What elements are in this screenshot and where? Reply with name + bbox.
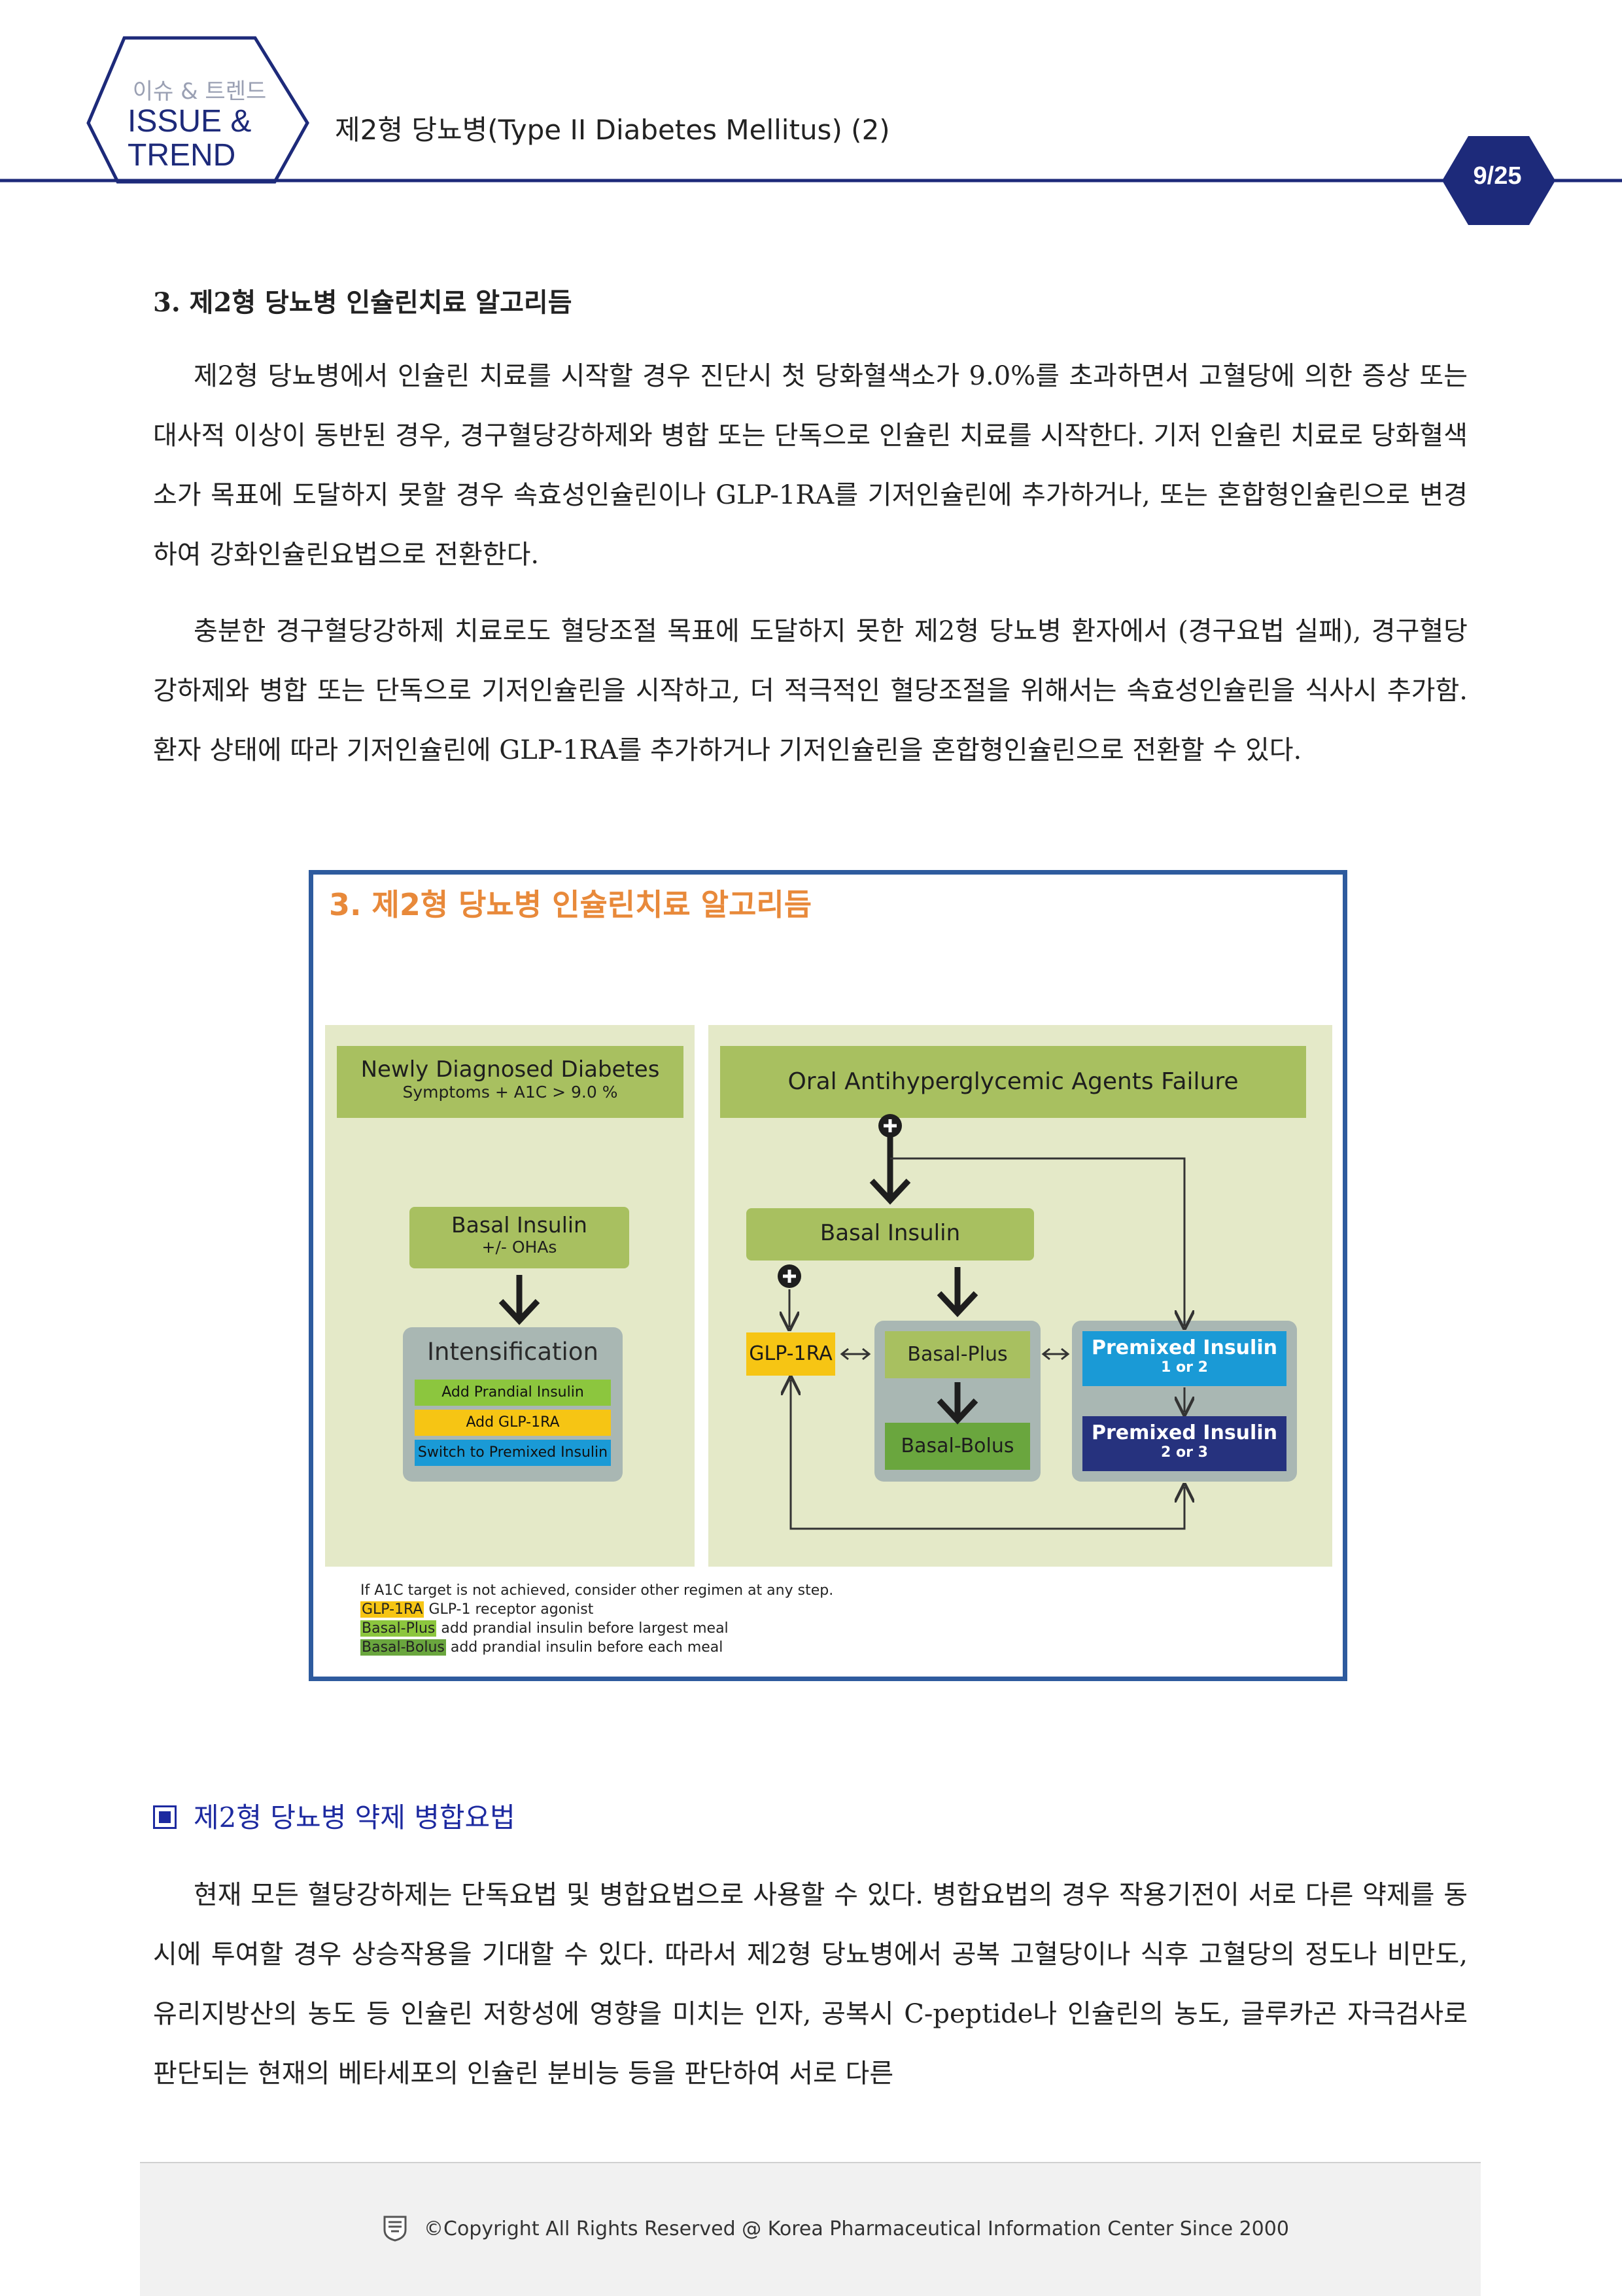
note-key-basal-plus: Basal-Plus: [360, 1620, 437, 1637]
oral-failure-label: Oral Antihyperglycemic Agents Failure: [787, 1068, 1239, 1095]
note-val-basal-bolus: add prandial insulin before each meal: [450, 1639, 723, 1656]
badge-subtitle: 이슈 & 트렌드: [132, 78, 267, 105]
paragraph-2: 충분한 경구혈당강하제 치료로도 혈당조절 목표에 도달하지 못한 제2형 당뇨…: [153, 616, 1468, 765]
kpic-logo-icon: [383, 2216, 407, 2242]
plus-icon-glp: [778, 1264, 801, 1288]
footer: ©Copyright All Rights Reserved @ Korea P…: [140, 2162, 1481, 2296]
basal-bolus-box: Basal-Bolus: [885, 1423, 1030, 1470]
note-basal-bolus: Basal-Bolus add prandial insulin before …: [360, 1639, 723, 1656]
intensification-label: Intensification: [427, 1338, 598, 1366]
premixed-1or2-dose: 1 or 2: [1161, 1359, 1208, 1376]
badge-line1: ISSUE &: [128, 104, 252, 139]
plus-icon-top: [878, 1114, 902, 1138]
figure-arrows: [498, 1114, 1343, 1530]
bottom-loop-arrow: [789, 1382, 1184, 1530]
note-key-basal-bolus: Basal-Bolus: [360, 1639, 446, 1656]
arrow-to-premixed-top: [890, 1157, 1184, 1326]
header-graphic: [0, 36, 1622, 225]
premixed-2or3-dose: 2 or 3: [1161, 1444, 1208, 1461]
page-number: 9/25: [1473, 162, 1522, 190]
note-basal-plus: Basal-Plus add prandial insulin before l…: [360, 1620, 729, 1637]
paragraph-1: 제2형 당뇨병에서 인슐린 치료를 시작할 경우 진단시 첫 당화혈색소가 9.…: [153, 361, 1468, 570]
basal-insulin-box-right: Basal Insulin: [746, 1208, 1034, 1261]
down-arrow-basal-bolus: [937, 1382, 978, 1425]
glp1ra-box: GLP-1RA: [746, 1332, 835, 1376]
premixed-2or3-label: Premixed Insulin: [1092, 1421, 1277, 1444]
note-key-glp1ra: GLP-1RA: [360, 1601, 424, 1618]
algorithm-figure: 3. 제2형 당뇨병 인슐린치료 알고리듬 Newly Diagnosed Di…: [309, 870, 1347, 1681]
paragraph-3: 현재 모든 혈당강하제는 단독요법 및 병합요법으로 사용할 수 있다. 병합요…: [153, 1880, 1468, 2089]
note-glp1ra: GLP-1RA GLP-1 receptor agonist: [360, 1601, 593, 1618]
newly-diagnosed-label: Newly Diagnosed Diabetes: [360, 1056, 660, 1083]
symptoms-label: Symptoms + A1C > 9.0 %: [402, 1083, 618, 1102]
oral-failure-box: Oral Antihyperglycemic Agents Failure: [720, 1046, 1306, 1118]
basal-insulin-box-left: Basal Insulin +/- OHAs: [409, 1207, 629, 1268]
double-arrow-glp-basal: [840, 1348, 871, 1361]
premixed-1or2-label: Premixed Insulin: [1092, 1336, 1277, 1359]
document-title: 제2형 당뇨병(Type II Diabetes Mellitus) (2): [335, 114, 890, 146]
add-glp1ra-strip: Add GLP-1RA: [415, 1410, 611, 1436]
basal-insulin-label-right: Basal Insulin: [820, 1220, 961, 1246]
note-val-basal-plus: add prandial insulin before largest meal: [441, 1620, 729, 1637]
ohas-label: +/- OHAs: [481, 1238, 557, 1257]
down-arrow-left: [498, 1275, 540, 1325]
down-arrow-top: [869, 1136, 911, 1205]
page-number-hexagon: [1442, 136, 1555, 225]
newly-diagnosed-box: Newly Diagnosed Diabetes Symptoms + A1C …: [337, 1046, 683, 1118]
double-arrow-basal-premixed: [1041, 1348, 1070, 1361]
figure-title: 3. 제2형 당뇨병 인슐린치료 알고리듬: [329, 887, 812, 922]
square-bullet-icon: [153, 1805, 177, 1829]
down-arrow-basal-plus: [937, 1267, 978, 1317]
section-heading: 3. 제2형 당뇨병 인슐린치료 알고리듬: [153, 287, 572, 318]
copyright-text: ©Copyright All Rights Reserved @ Korea P…: [424, 2218, 1289, 2240]
add-prandial-strip: Add Prandial Insulin: [415, 1380, 611, 1406]
subsection-heading-text: 제2형 당뇨병 약제 병합요법: [194, 1801, 515, 1834]
note-line1: If A1C target is not achieved, consider …: [360, 1582, 834, 1599]
badge-line2: TREND: [128, 138, 236, 173]
basal-plus-box: Basal-Plus: [885, 1331, 1030, 1378]
subsection-heading: 제2형 당뇨병 약제 병합요법: [153, 1796, 515, 1835]
badge-title: ISSUE & TREND: [128, 105, 251, 173]
premixed-1or2-box: Premixed Insulin 1 or 2: [1082, 1331, 1286, 1386]
premixed-2or3-box: Premixed Insulin 2 or 3: [1082, 1416, 1286, 1471]
basal-insulin-label-left: Basal Insulin: [451, 1212, 587, 1238]
switch-premixed-strip: Switch to Premixed Insulin: [415, 1440, 611, 1466]
note-val-glp1ra: GLP-1 receptor agonist: [428, 1601, 594, 1618]
